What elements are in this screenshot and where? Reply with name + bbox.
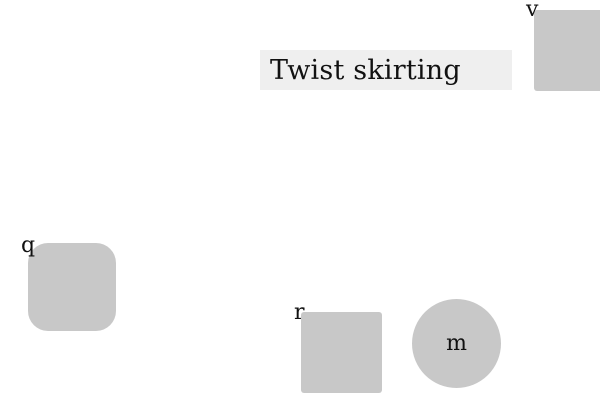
shape-m: m	[412, 299, 501, 388]
shape-r	[301, 312, 382, 393]
shape-v-label: v	[526, 0, 539, 22]
title-box: Twist skirting	[260, 50, 512, 90]
shape-v	[534, 10, 600, 91]
title-text: Twist skirting	[270, 54, 461, 86]
shape-m-label: m	[446, 330, 467, 356]
shape-q	[28, 243, 116, 331]
shape-q-label: q	[21, 233, 36, 258]
shape-r-label: r	[294, 300, 305, 325]
